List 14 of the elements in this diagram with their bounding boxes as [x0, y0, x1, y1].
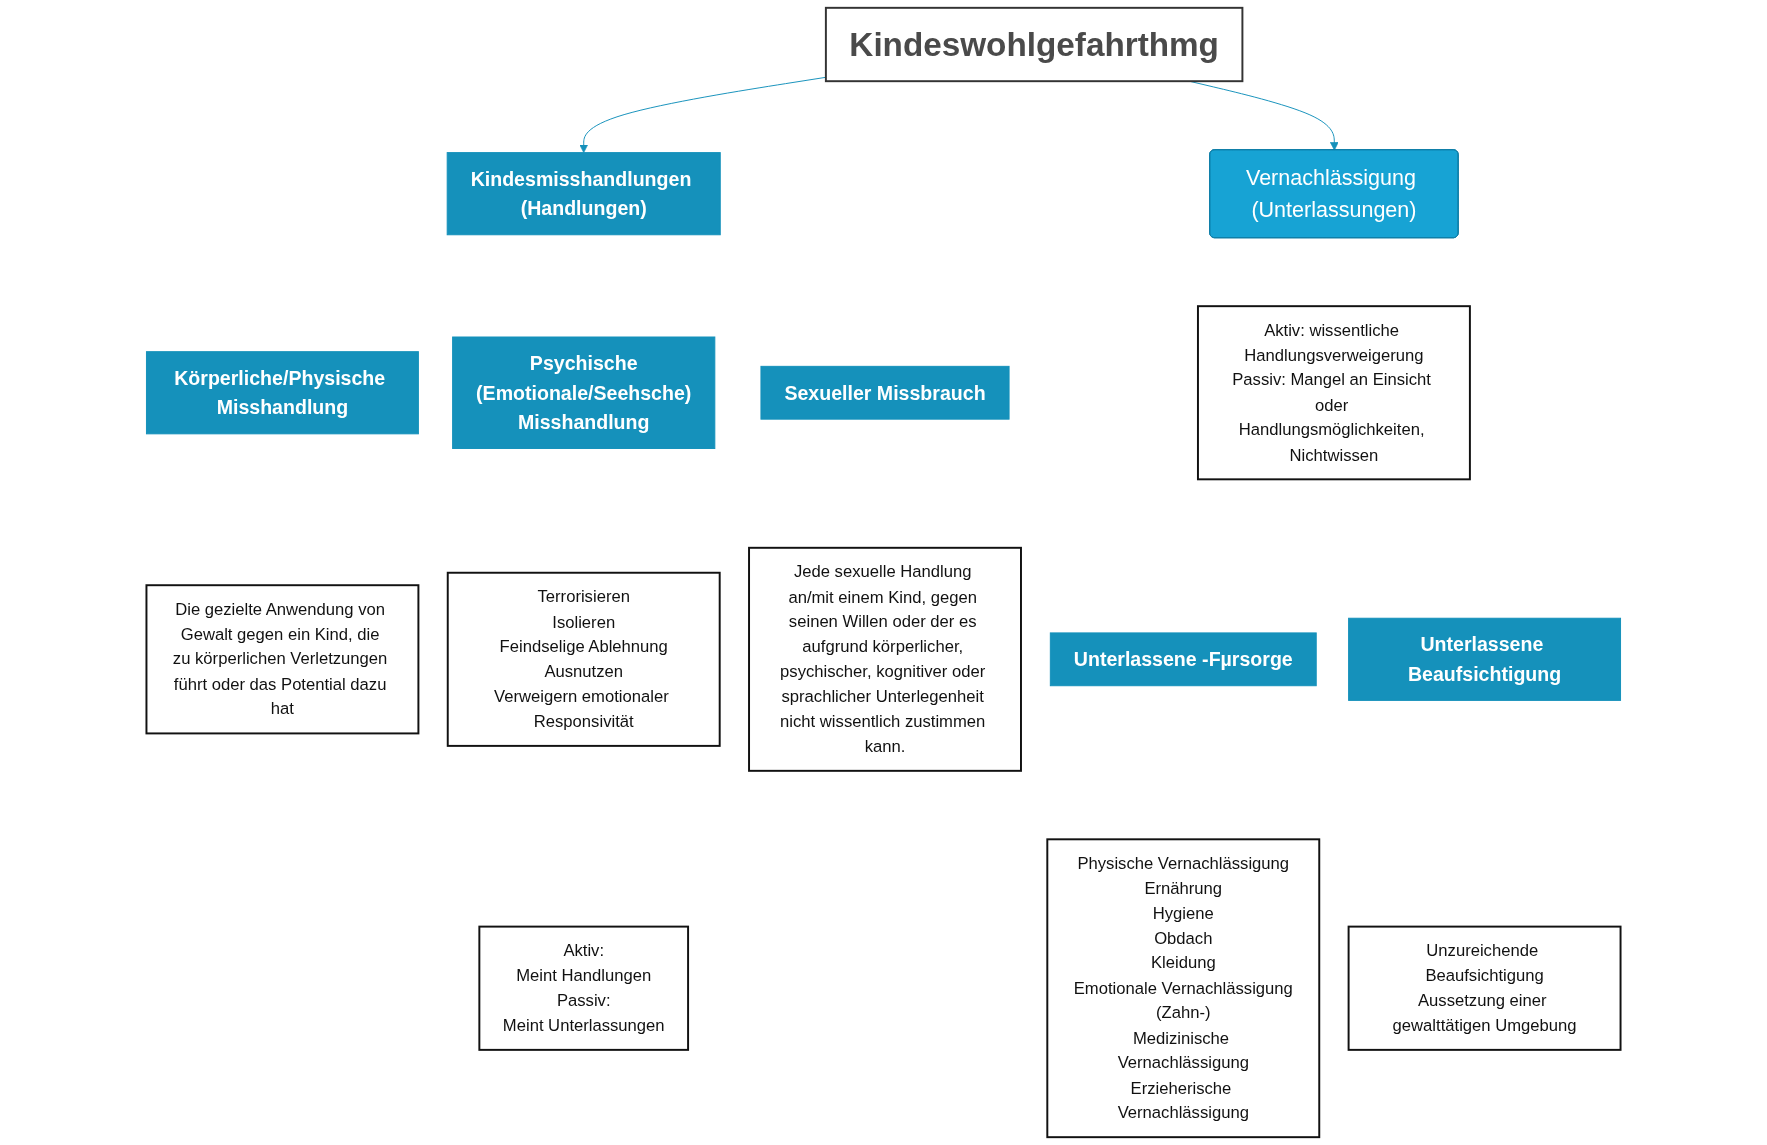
- node-box: Aktiv: wissentliche Handlungsverweigerung Passiv: Mangel an Einsicht oder Handlungsmöglichkeiten, Nichtwissen: [1196, 305, 1471, 481]
- node-box: Physische Vernachlässigung Ernährung Hygiene Obdach Kleidung Emotionale Vernachlässigung (Zahn-) Medizinische Vernachlässigung Erzieherische Vernachlässigung: [1046, 838, 1321, 1139]
- node-box: Aktiv: Meint Handlungen Passiv: Meint Unterlassungen: [478, 925, 690, 1051]
- node-box: Die gezielte Anwendung von Gewalt gegen ein Kind, die zu körperlichen Verletzungen führt oder das Potential dazu hat: [145, 584, 420, 735]
- node-box: Jede sexuelle Handlung an/mit einem Kind, gegen seinen Willen oder der es aufgrund körperlicher, psychischer, kognitiver oder sprachlicher Unterlegenheit nicht wissentlich zustimmen kann.: [748, 546, 1022, 772]
- node-box: Unterlassene Beaufsichtigung: [1348, 617, 1622, 701]
- node-box: Kindesmisshandlungen (Handlungen): [446, 152, 721, 236]
- node-box: Unterlassene -Fµrsorge: [1049, 632, 1317, 687]
- node-box: Körperliche/Physische Misshandlung: [145, 351, 419, 435]
- node-box: Kindeswohlgefahrthmg: [824, 6, 1244, 83]
- node-box: Unzureichende Beaufsichtigung Aussetzung einer gewalttätigen Umgebung: [1347, 925, 1622, 1051]
- node-box: Terrorisieren Isolieren Feindselige Ablehnung Ausnutzen Verweigern emotionaler Responsivität: [446, 571, 721, 747]
- node-box: Sexueller Missbrauch: [760, 365, 1010, 420]
- node-box: Psychische (Emotionale/Seehsche) Misshandlung: [452, 336, 716, 449]
